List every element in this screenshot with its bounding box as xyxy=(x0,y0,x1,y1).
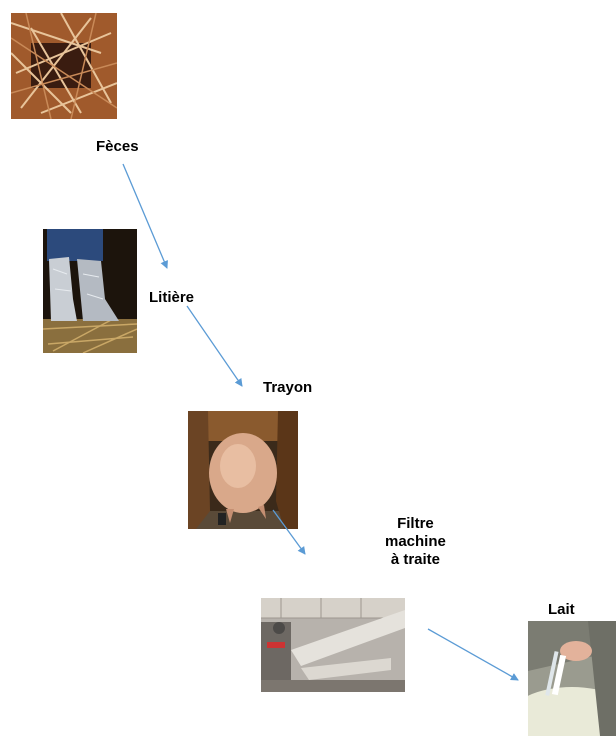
arrow-trayon-to-filtre xyxy=(273,510,305,554)
arrow-feces-to-litiere xyxy=(123,164,167,268)
arrow-filtre-to-lait xyxy=(428,629,518,680)
arrow-litiere-to-trayon xyxy=(187,306,242,386)
